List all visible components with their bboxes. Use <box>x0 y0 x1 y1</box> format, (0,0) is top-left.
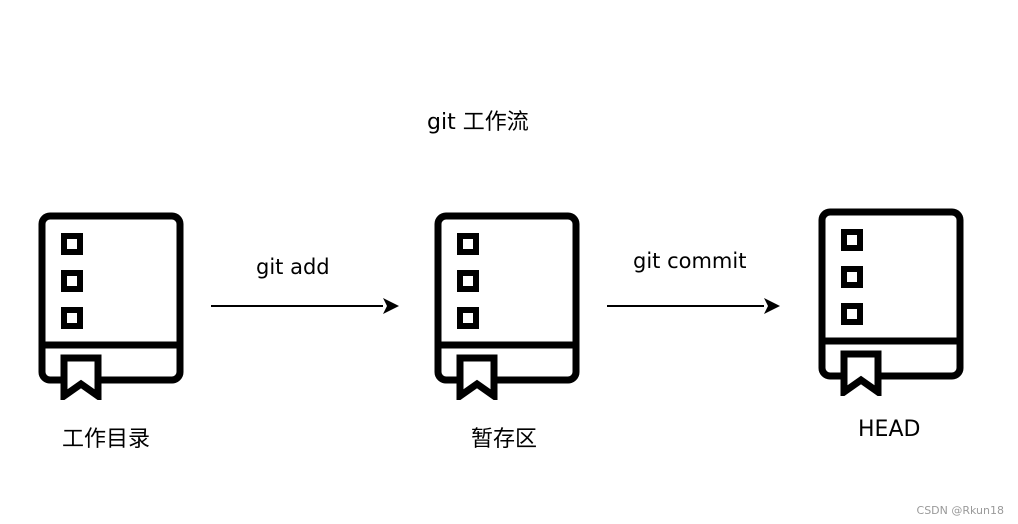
arrow-git-add <box>211 296 401 320</box>
node-label-staging-area: 暂存区 <box>471 427 538 452</box>
book-icon <box>432 210 582 400</box>
diagram-title: git 工作流 <box>427 110 529 135</box>
edge-label-git-commit: git commit <box>633 249 747 273</box>
node-label-working-directory: 工作目录 <box>62 427 151 452</box>
arrow-git-commit <box>607 296 782 320</box>
book-icon <box>36 210 186 400</box>
node-label-head: HEAD <box>858 417 921 442</box>
watermark: CSDN @Rkun18 <box>916 504 1004 517</box>
edge-label-git-add: git add <box>256 255 330 279</box>
book-icon <box>816 206 966 396</box>
